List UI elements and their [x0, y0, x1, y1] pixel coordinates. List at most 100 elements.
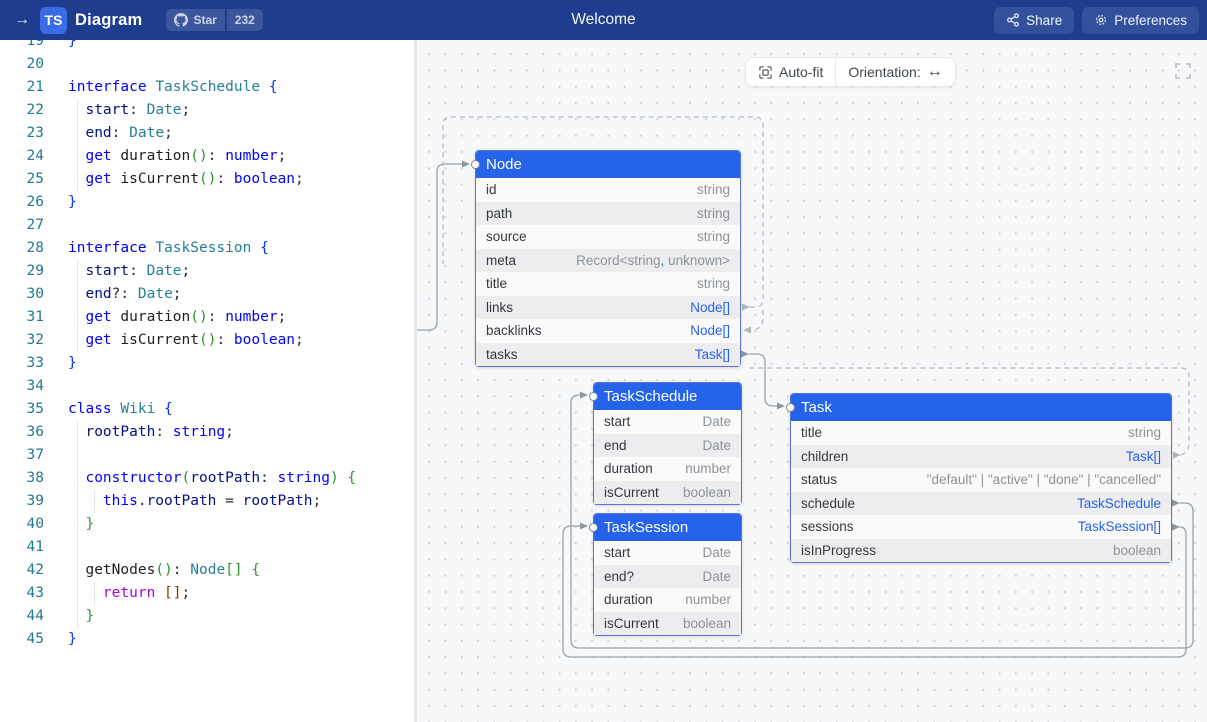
- code-token: (): [190, 309, 208, 325]
- code-token: (: [181, 470, 191, 486]
- field-row: status"default" | "active" | "done" | "c…: [791, 468, 1171, 492]
- arrowhead: [777, 402, 785, 410]
- line-number: 40: [26, 516, 44, 532]
- code-token: ?:: [111, 286, 138, 302]
- code-token: Node: [190, 562, 226, 578]
- field-type[interactable]: Node[]: [690, 299, 730, 315]
- field-name: tasks: [486, 346, 518, 362]
- code-text: get duration(): number;: [68, 306, 286, 329]
- code-token: boolean: [233, 332, 296, 348]
- orientation-toggle[interactable]: Orientation: ↔: [835, 58, 954, 86]
- indent-guide: [77, 421, 78, 628]
- line-number: 43: [26, 585, 44, 601]
- entity-port-dot: [470, 160, 480, 169]
- code-line: 30 end?: Date;: [0, 283, 414, 306]
- field-type: number: [685, 461, 731, 477]
- entity-header[interactable]: Task: [785, 394, 1171, 421]
- code-text: end?: Date;: [68, 283, 181, 306]
- panel-splitter[interactable]: [414, 40, 417, 722]
- entity-header[interactable]: TaskSession: [588, 514, 741, 541]
- code-text: }: [68, 628, 77, 651]
- code-token: []: [225, 562, 243, 578]
- field-type[interactable]: TaskSchedule: [1076, 495, 1161, 511]
- code-token: get: [85, 171, 112, 187]
- github-star-badge[interactable]: Star 232: [166, 9, 263, 31]
- code-token: get: [85, 148, 112, 164]
- code-text: get isCurrent(): boolean;: [68, 168, 303, 191]
- github-star-count[interactable]: 232: [226, 9, 263, 31]
- navbar-left: → TS Diagram Star 232: [0, 6, 263, 34]
- code-text: end: Date;: [68, 122, 172, 145]
- field-name: duration: [604, 461, 653, 477]
- fullscreen-button[interactable]: [1174, 62, 1192, 80]
- line-number: 29: [26, 263, 44, 279]
- field-row: end?Date: [594, 564, 741, 588]
- code-line: 22 start: Date;: [0, 99, 414, 122]
- field-name: children: [801, 448, 849, 464]
- code-token: return: [102, 585, 156, 601]
- entity-port-dot: [588, 392, 598, 401]
- field-name: id: [486, 182, 497, 198]
- field-type: Date: [702, 414, 731, 430]
- code-line: 20: [0, 53, 414, 76]
- field-type: string: [696, 229, 730, 245]
- code-token: rootPath: [190, 470, 261, 486]
- field-type: Record<string, unknown>: [576, 253, 730, 268]
- line-number: 22: [26, 102, 44, 118]
- code-line: 36 rootPath: string;: [0, 421, 414, 444]
- code-token: [260, 79, 269, 95]
- share-button[interactable]: Share: [994, 6, 1075, 34]
- code-token: :: [129, 263, 147, 279]
- field-type[interactable]: Node[]: [690, 323, 730, 339]
- indent-guide: [94, 582, 95, 605]
- code-line: 34: [0, 375, 414, 398]
- field-name: start: [604, 545, 631, 561]
- diagram-toolbar: Auto-fit Orientation: ↔: [745, 57, 956, 87]
- code-token: string: [172, 424, 226, 440]
- code-token: :: [129, 102, 147, 118]
- code-token: ): [329, 470, 339, 486]
- code-token: [155, 585, 164, 601]
- code-token: :: [216, 332, 234, 348]
- navbar-right: Share Preferences: [994, 6, 1207, 34]
- preferences-label: Preferences: [1114, 12, 1187, 28]
- arrowhead: [1173, 451, 1181, 459]
- field-type: number: [685, 592, 731, 608]
- code-token: class: [68, 401, 112, 417]
- code-text: start: Date;: [68, 99, 190, 122]
- code-token: }: [68, 355, 77, 371]
- field-name: isCurrent: [604, 484, 659, 500]
- field-type: Date: [702, 568, 731, 584]
- code-token: :: [207, 309, 226, 325]
- arrowhead: [1172, 499, 1180, 507]
- code-token: ;: [181, 263, 191, 279]
- field-type[interactable]: Task[]: [1125, 448, 1161, 464]
- entity-header[interactable]: Node: [470, 151, 740, 178]
- code-token: }: [85, 516, 95, 532]
- code-line: 24 get duration(): number;: [0, 145, 414, 168]
- preferences-button[interactable]: Preferences: [1082, 6, 1199, 34]
- code-text: interface TaskSession {: [68, 237, 269, 260]
- line-number: 32: [26, 332, 44, 348]
- field-type[interactable]: TaskSession[]: [1077, 519, 1161, 535]
- collapse-panel-arrow-icon[interactable]: →: [14, 11, 30, 28]
- github-star-button[interactable]: Star: [166, 9, 225, 31]
- entity-header[interactable]: TaskSchedule: [588, 383, 741, 410]
- code-line: 26}: [0, 191, 414, 214]
- edge-tasks-to-task: [749, 353, 777, 407]
- code-token: :: [155, 424, 173, 440]
- field-type[interactable]: Task[]: [694, 346, 730, 362]
- autofit-button[interactable]: Auto-fit: [746, 58, 835, 86]
- line-number: 42: [26, 562, 44, 578]
- code-line: 25 get isCurrent(): boolean;: [0, 168, 414, 191]
